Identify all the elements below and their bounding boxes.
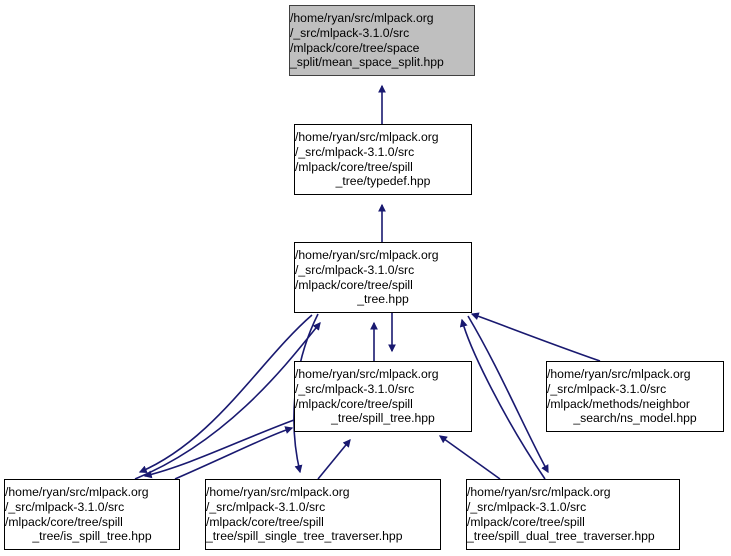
edge-spill_dual_tree_traverser-to-spill_tree_dir: [459, 318, 546, 480]
node-label-line: /home/ryan/src/mlpack.org: [547, 367, 691, 382]
node-label-line: _tree.hpp: [357, 292, 409, 307]
node-label-line: /_src/mlpack-3.1.0/src: [206, 499, 326, 514]
node-spill-typedef[interactable]: /home/ryan/src/mlpack.org/_src/mlpack-3.…: [294, 124, 472, 195]
node-is-spill-tree[interactable]: /home/ryan/src/mlpack.org/_src/mlpack-3.…: [4, 479, 180, 550]
node-ns-model[interactable]: /home/ryan/src/mlpack.org/_src/mlpack-3.…: [546, 361, 724, 432]
node-label-line: _tree/is_spill_tree.hpp: [32, 529, 152, 544]
node-spill-single-tree-traverser[interactable]: /home/ryan/src/mlpack.org/_src/mlpack-3.…: [205, 479, 441, 550]
node-label-line: /_src/mlpack-3.1.0/src: [547, 381, 667, 396]
node-label-line: /_src/mlpack-3.1.0/src: [467, 499, 587, 514]
edge-spill_single_tree_traverser-to-spill_tree_hpp: [317, 439, 351, 480]
node-label-line: /mlpack/core/tree/spill: [295, 159, 413, 174]
node-label-line: /mlpack/core/tree/spill: [206, 514, 324, 529]
node-label-line: /mlpack/methods/neighbor: [547, 396, 690, 411]
node-label-line: /home/ryan/src/mlpack.org: [295, 130, 439, 145]
node-label-line: _tree/spill_single_tree_traverser.hpp: [206, 529, 403, 544]
node-label-line: /mlpack/core/tree/spill: [295, 277, 413, 292]
node-label-line: /home/ryan/src/mlpack.org: [467, 485, 611, 500]
node-label-line: /_src/mlpack-3.1.0/src: [295, 144, 415, 159]
node-label-line: /home/ryan/src/mlpack.org: [290, 11, 434, 26]
node-label-line: /_src/mlpack-3.1.0/src: [295, 381, 415, 396]
node-label-line: /home/ryan/src/mlpack.org: [206, 485, 350, 500]
node-label-line: _tree/spill_tree.hpp: [331, 411, 435, 426]
edge-spill_tree_dir-to-spill_dual_tree_traverser: [467, 315, 549, 474]
node-label-line: /home/ryan/src/mlpack.org: [295, 248, 439, 263]
node-label-line: _tree/typedef.hpp: [335, 174, 431, 189]
node-label-line: _tree/spill_dual_tree_traverser.hpp: [467, 529, 655, 544]
node-spill-tree-dir[interactable]: /home/ryan/src/mlpack.org/_src/mlpack-3.…: [294, 242, 472, 313]
edge-spill_tree_hpp-to-is_spill_tree: [143, 419, 295, 479]
node-label-line: /_src/mlpack-3.1.0/src: [295, 262, 415, 277]
node-spill-dual-tree-traverser[interactable]: /home/ryan/src/mlpack.org/_src/mlpack-3.…: [466, 479, 680, 550]
node-mean-space-split[interactable]: /home/ryan/src/mlpack.org/_src/mlpack-3.…: [289, 5, 475, 76]
node-label-line: /home/ryan/src/mlpack.org: [5, 485, 149, 500]
node-label-line: _split/mean_space_split.hpp: [290, 55, 444, 70]
node-label-line: _search/ns_model.hpp: [573, 411, 697, 426]
edge-spill_tree_dir-to-is_spill_tree: [138, 314, 313, 474]
edge-ns_model-to-spill_tree_dir: [470, 312, 601, 362]
node-label-line: /home/ryan/src/mlpack.org: [295, 367, 439, 382]
node-label-line: /_src/mlpack-3.1.0/src: [5, 499, 125, 514]
node-spill-tree-hpp[interactable]: /home/ryan/src/mlpack.org/_src/mlpack-3.…: [294, 361, 472, 432]
node-label-line: /mlpack/core/tree/spill: [5, 514, 123, 529]
node-label-line: /_src/mlpack-3.1.0/src: [290, 25, 410, 40]
edge-is_spill_tree-to-spill_tree_hpp: [174, 426, 294, 480]
node-label-line: /mlpack/core/tree/spill: [467, 514, 585, 529]
node-label-line: /mlpack/core/tree/space: [290, 40, 420, 55]
edge-spill_dual_tree_traverser-to-spill_tree_hpp: [438, 435, 501, 480]
node-label-line: /mlpack/core/tree/spill: [295, 396, 413, 411]
